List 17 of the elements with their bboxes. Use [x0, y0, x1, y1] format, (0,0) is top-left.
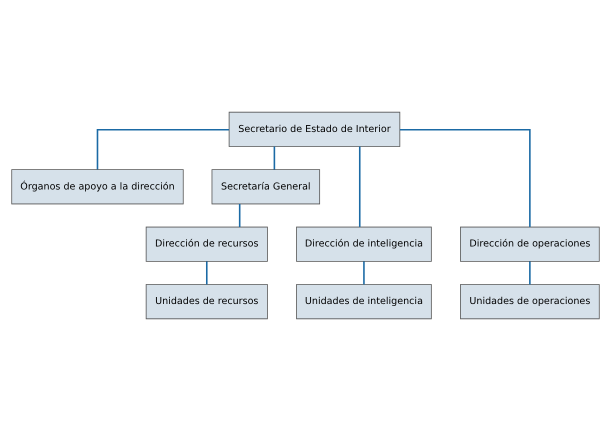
- node-box: Dirección de operaciones: [460, 226, 600, 262]
- connector: [363, 261, 365, 284]
- node-box: Unidades de operaciones: [460, 284, 600, 320]
- connector: [274, 146, 276, 170]
- connector: [206, 261, 208, 284]
- connector: [238, 204, 240, 227]
- node-box: Dirección de inteligencia: [296, 226, 432, 262]
- node-box: Unidades de recursos: [146, 284, 268, 320]
- connector: [400, 128, 531, 227]
- connector: [96, 128, 230, 170]
- node-box: Dirección de recursos: [146, 226, 268, 262]
- connector: [358, 146, 361, 227]
- node-box: Secretaría General: [212, 169, 320, 204]
- connector: [529, 261, 531, 284]
- node-box: Órganos de apoyo a la dirección: [11, 169, 184, 204]
- node-box: Secretario de Estado de Interior: [228, 112, 400, 147]
- node-box: Unidades de inteligencia: [296, 284, 432, 320]
